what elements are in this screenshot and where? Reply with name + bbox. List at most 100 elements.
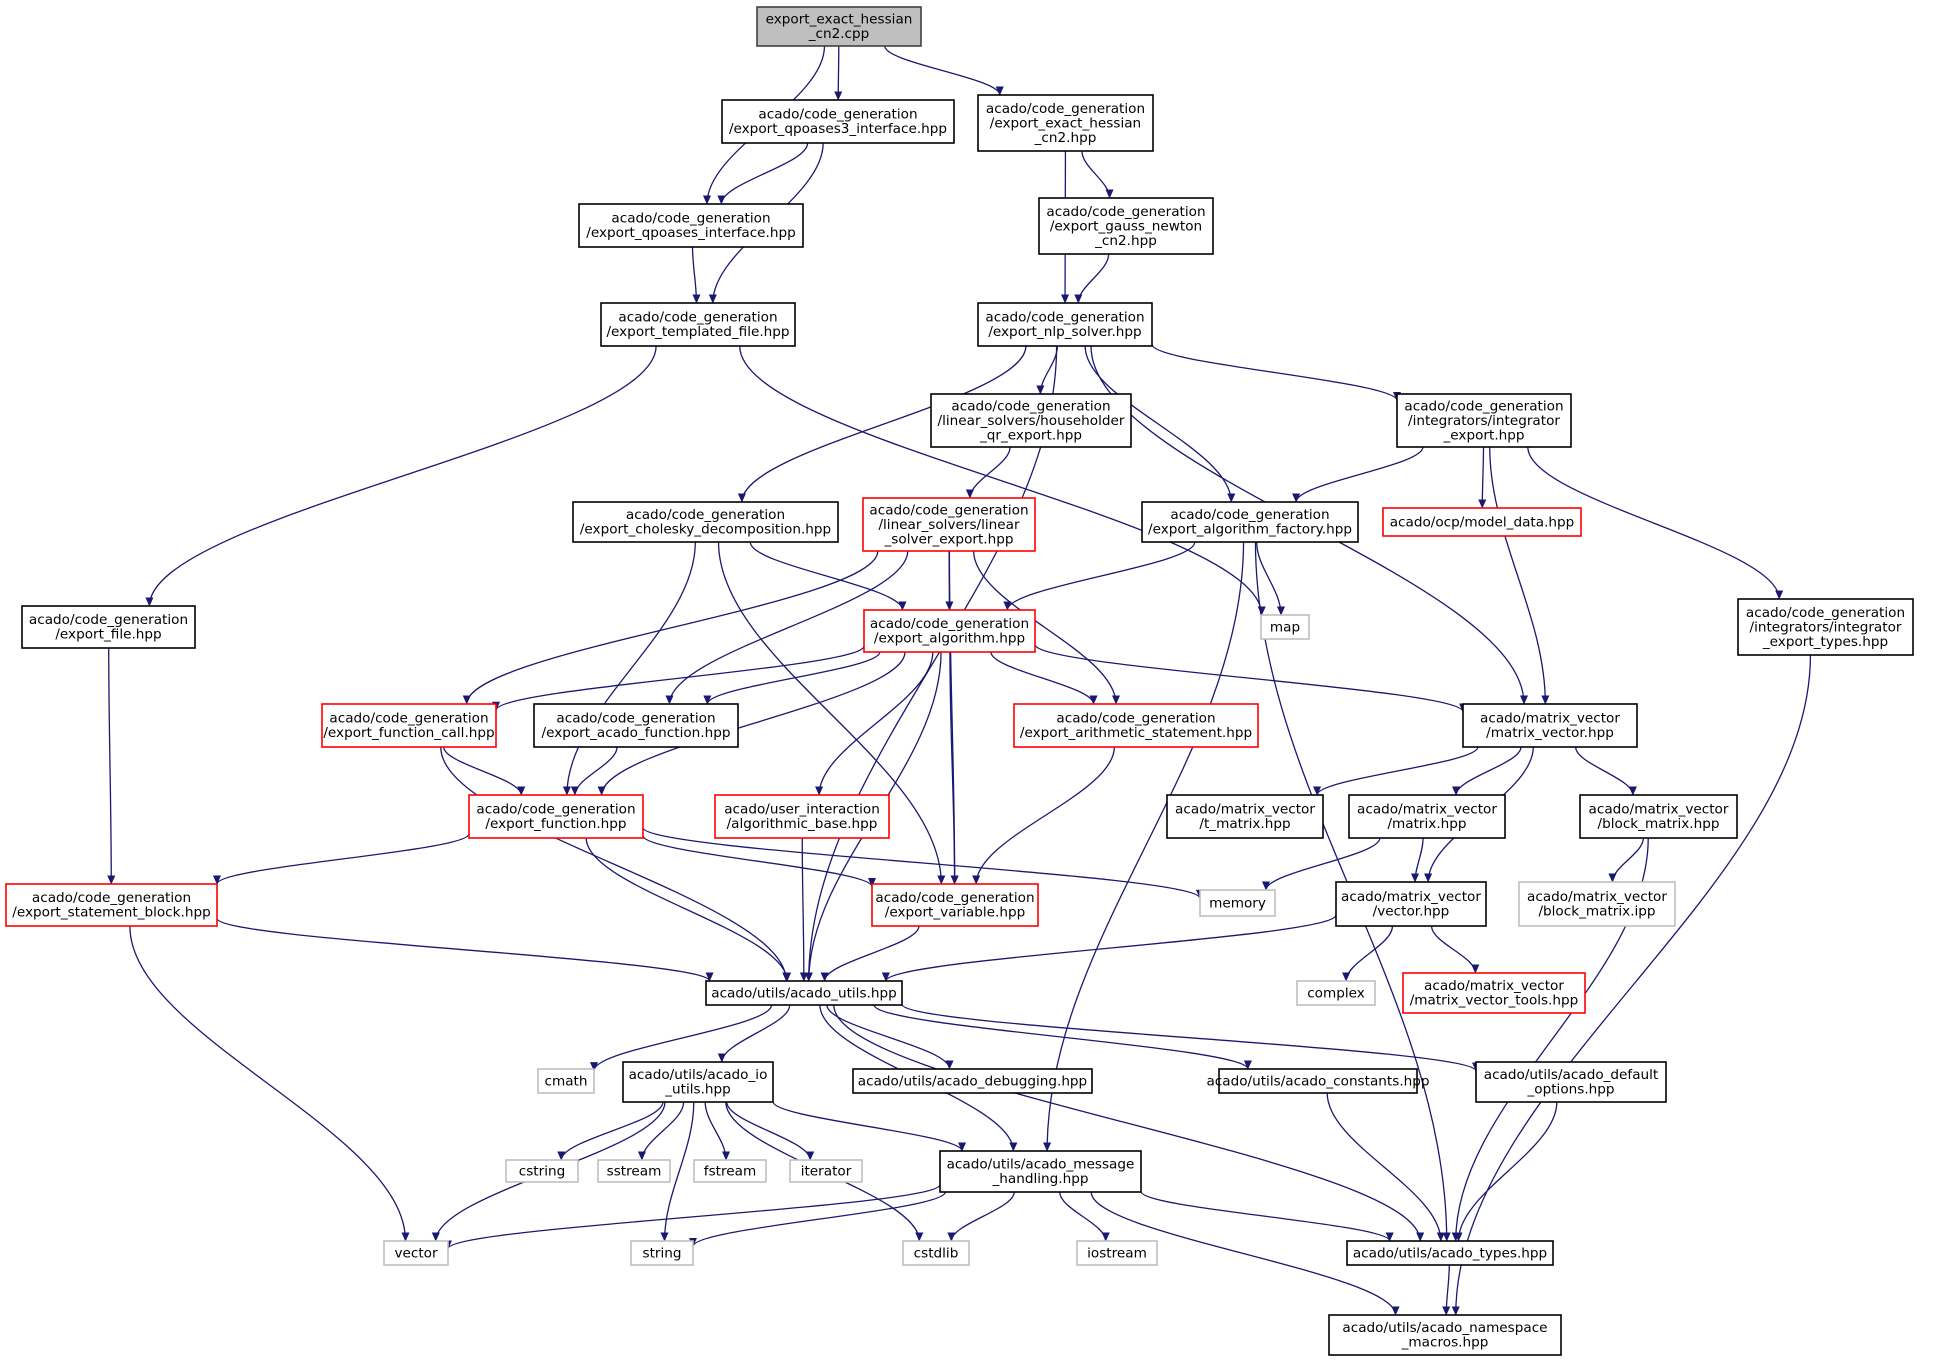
node-fstream[interactable]: fstream bbox=[693, 1159, 767, 1183]
node-memory[interactable]: memory bbox=[1199, 889, 1276, 917]
node-eh_hpp[interactable]: acado/code_generation/export_exact_hessi… bbox=[977, 94, 1154, 152]
node-iostream-box bbox=[1076, 1240, 1158, 1266]
node-cstdlib[interactable]: cstdlib bbox=[902, 1240, 970, 1266]
node-complex[interactable]: complex bbox=[1296, 980, 1376, 1006]
node-gn_cn2-label-line: _cn2.hpp bbox=[1094, 233, 1157, 249]
node-debugging[interactable]: acado/utils/acado_debugging.hpp bbox=[852, 1068, 1093, 1094]
node-tmatrix[interactable]: acado/matrix_vector/t_matrix.hpp bbox=[1166, 794, 1324, 839]
node-inttypes[interactable]: acado/code_generation/integrators/integr… bbox=[1737, 598, 1914, 656]
node-debugging-box bbox=[852, 1068, 1093, 1094]
edge-funccall-to-utils bbox=[440, 746, 791, 982]
node-qpoases3[interactable]: acado/code_generation/export_qpoases3_in… bbox=[721, 99, 955, 144]
edge-linsolver-to-acadofunc bbox=[665, 550, 909, 705]
node-tmatrix-label-line: /t_matrix.hpp bbox=[1199, 816, 1290, 832]
node-vectorstd[interactable]: vector bbox=[383, 1240, 449, 1266]
node-acadofunc[interactable]: acado/code_generation/export_acado_funct… bbox=[533, 703, 739, 748]
node-cmath-label-line: cmath bbox=[545, 1073, 588, 1089]
nodes-layer: export_exact_hessian_cn2.cpp acado/code_g… bbox=[5, 6, 1914, 1356]
node-vector[interactable]: acado/matrix_vector/vector.hpp bbox=[1335, 881, 1487, 927]
node-cholesky[interactable]: acado/code_generation/export_cholesky_de… bbox=[572, 501, 839, 543]
edge-algorithm-to-algbase bbox=[815, 651, 934, 796]
node-nlp-box bbox=[977, 302, 1153, 347]
node-nsmacros-box bbox=[1328, 1314, 1562, 1356]
node-map[interactable]: map bbox=[1260, 614, 1310, 640]
node-arith[interactable]: acado/code_generation/export_arithmetic_… bbox=[1013, 703, 1259, 748]
node-integrator-label-line: acado/code_generation bbox=[1404, 398, 1563, 414]
node-cmath[interactable]: cmath bbox=[537, 1068, 595, 1094]
node-nlp[interactable]: acado/code_generation/export_nlp_solver.… bbox=[977, 302, 1153, 347]
node-map-box bbox=[1260, 614, 1310, 640]
node-nsmacros[interactable]: acado/utils/acado_namespace_macros.hpp bbox=[1328, 1314, 1562, 1356]
node-utils[interactable]: acado/utils/acado_utils.hpp bbox=[705, 980, 903, 1006]
node-algorithm[interactable]: acado/code_generation/export_algorithm.h… bbox=[863, 609, 1036, 653]
node-sstream[interactable]: sstream bbox=[597, 1159, 671, 1183]
node-eh_hpp-label-line: /export_exact_hessian bbox=[990, 115, 1141, 131]
node-tmatrix-label-line: acado/matrix_vector bbox=[1175, 802, 1315, 818]
edge-types-to-nsmacros bbox=[1442, 1264, 1451, 1316]
node-stmtblock[interactable]: acado/code_generation/export_statement_b… bbox=[5, 883, 218, 927]
node-algbase[interactable]: acado/user_interaction/algorithmic_base.… bbox=[714, 794, 890, 839]
node-iostream[interactable]: iostream bbox=[1076, 1240, 1158, 1266]
node-qpoases[interactable]: acado/code_generation/export_qpoases_int… bbox=[578, 203, 804, 248]
node-exportfile-label-line: acado/code_generation bbox=[29, 612, 188, 628]
node-string-label-line: string bbox=[642, 1245, 681, 1261]
node-debugging-label-line: acado/utils/acado_debugging.hpp bbox=[858, 1073, 1087, 1089]
node-vector-label-line: acado/matrix_vector bbox=[1341, 889, 1481, 905]
node-blockipp-label-line: acado/matrix_vector bbox=[1527, 889, 1667, 905]
node-funccall[interactable]: acado/code_generation/export_function_ca… bbox=[321, 703, 497, 748]
edge-templated-to-map bbox=[739, 345, 1266, 616]
node-msg[interactable]: acado/utils/acado_message_handling.hpp bbox=[939, 1150, 1142, 1193]
edge-nlp-to-cholesky bbox=[737, 345, 1027, 503]
node-blockmatrix[interactable]: acado/matrix_vector/block_matrix.hpp bbox=[1579, 794, 1738, 839]
node-eh_hpp-label-line: _cn2.hpp bbox=[1034, 130, 1097, 146]
edge-algfactory-to-msg bbox=[1043, 541, 1245, 1152]
node-root[interactable]: export_exact_hessian_cn2.cpp bbox=[756, 6, 922, 47]
node-mvtools[interactable]: acado/matrix_vector/matrix_vector_tools.… bbox=[1402, 972, 1586, 1014]
edge-algorithm-to-acadofunc bbox=[703, 651, 881, 705]
node-function[interactable]: acado/code_generation/export_function.hp… bbox=[468, 794, 644, 839]
node-iterator[interactable]: iterator bbox=[789, 1159, 863, 1183]
edge-algorithm-to-function bbox=[597, 651, 906, 796]
node-templated-box bbox=[600, 302, 796, 347]
edge-matvec-to-blockmatrix bbox=[1574, 746, 1637, 796]
edge-funccall-to-function bbox=[443, 746, 526, 796]
edge-utils-to-cmath bbox=[590, 1004, 773, 1072]
node-templated[interactable]: acado/code_generation/export_templated_f… bbox=[600, 302, 796, 347]
node-io[interactable]: acado/utils/acado_io_utils.hpp bbox=[622, 1061, 774, 1103]
edge-nlp-to-integrator bbox=[1151, 344, 1401, 402]
node-sstream-label-line: sstream bbox=[607, 1163, 662, 1179]
node-algfactory[interactable]: acado/code_generation/export_algorithm_f… bbox=[1141, 501, 1359, 543]
node-integrator[interactable]: acado/code_generation/integrators/integr… bbox=[1396, 393, 1572, 448]
edge-io-to-string bbox=[660, 1101, 695, 1242]
node-gn_cn2-box bbox=[1038, 197, 1214, 255]
node-types[interactable]: acado/utils/acado_types.hpp bbox=[1346, 1240, 1554, 1266]
edge-utils-to-types bbox=[833, 1004, 1425, 1242]
edges-layer bbox=[107, 45, 1812, 1316]
node-gn_cn2[interactable]: acado/code_generation/export_gauss_newto… bbox=[1038, 197, 1214, 255]
node-io-box bbox=[622, 1061, 774, 1103]
node-householder[interactable]: acado/code_generation/linear_solvers/hou… bbox=[930, 393, 1132, 448]
node-defopts[interactable]: acado/utils/acado_default_options.hpp bbox=[1475, 1061, 1667, 1103]
node-linsolver[interactable]: acado/code_generation/linear_solvers/lin… bbox=[862, 497, 1036, 552]
node-constants[interactable]: acado/utils/acado_constants.hpp bbox=[1206, 1068, 1430, 1094]
node-matrix[interactable]: acado/matrix_vector/matrix.hpp bbox=[1348, 794, 1506, 839]
edge-integrator-to-inttypes bbox=[1527, 446, 1784, 600]
node-nsmacros-label-line: acado/utils/acado_namespace bbox=[1342, 1320, 1547, 1336]
node-variable[interactable]: acado/code_generation/export_variable.hp… bbox=[871, 883, 1039, 927]
node-string[interactable]: string bbox=[630, 1240, 694, 1266]
node-funccall-label-line: acado/code_generation bbox=[329, 711, 488, 727]
node-modeldata[interactable]: acado/ocp/model_data.hpp bbox=[1382, 507, 1582, 537]
node-nsmacros-label-line: _macros.hpp bbox=[1401, 1335, 1489, 1351]
edge-function-to-memory bbox=[642, 826, 1204, 899]
node-templated-label-line: /export_templated_file.hpp bbox=[606, 324, 789, 340]
node-exportfile[interactable]: acado/code_generation/export_file.hpp bbox=[21, 605, 196, 649]
node-blockipp[interactable]: acado/matrix_vector/block_matrix.ipp bbox=[1518, 881, 1676, 927]
node-matvec[interactable]: acado/matrix_vector/matrix_vector.hpp bbox=[1462, 703, 1638, 748]
node-blockipp-label-line: /block_matrix.ipp bbox=[1538, 904, 1655, 920]
node-gn_cn2-label-line: /export_gauss_newton bbox=[1050, 218, 1202, 234]
node-constants-box bbox=[1218, 1068, 1418, 1094]
node-qpoases-label-line: acado/code_generation bbox=[611, 211, 770, 227]
edge-algbase-to-utils bbox=[799, 837, 808, 982]
node-cstring[interactable]: cstring bbox=[505, 1159, 579, 1183]
node-cholesky-label-line: /export_cholesky_decomposition.hpp bbox=[580, 522, 831, 538]
